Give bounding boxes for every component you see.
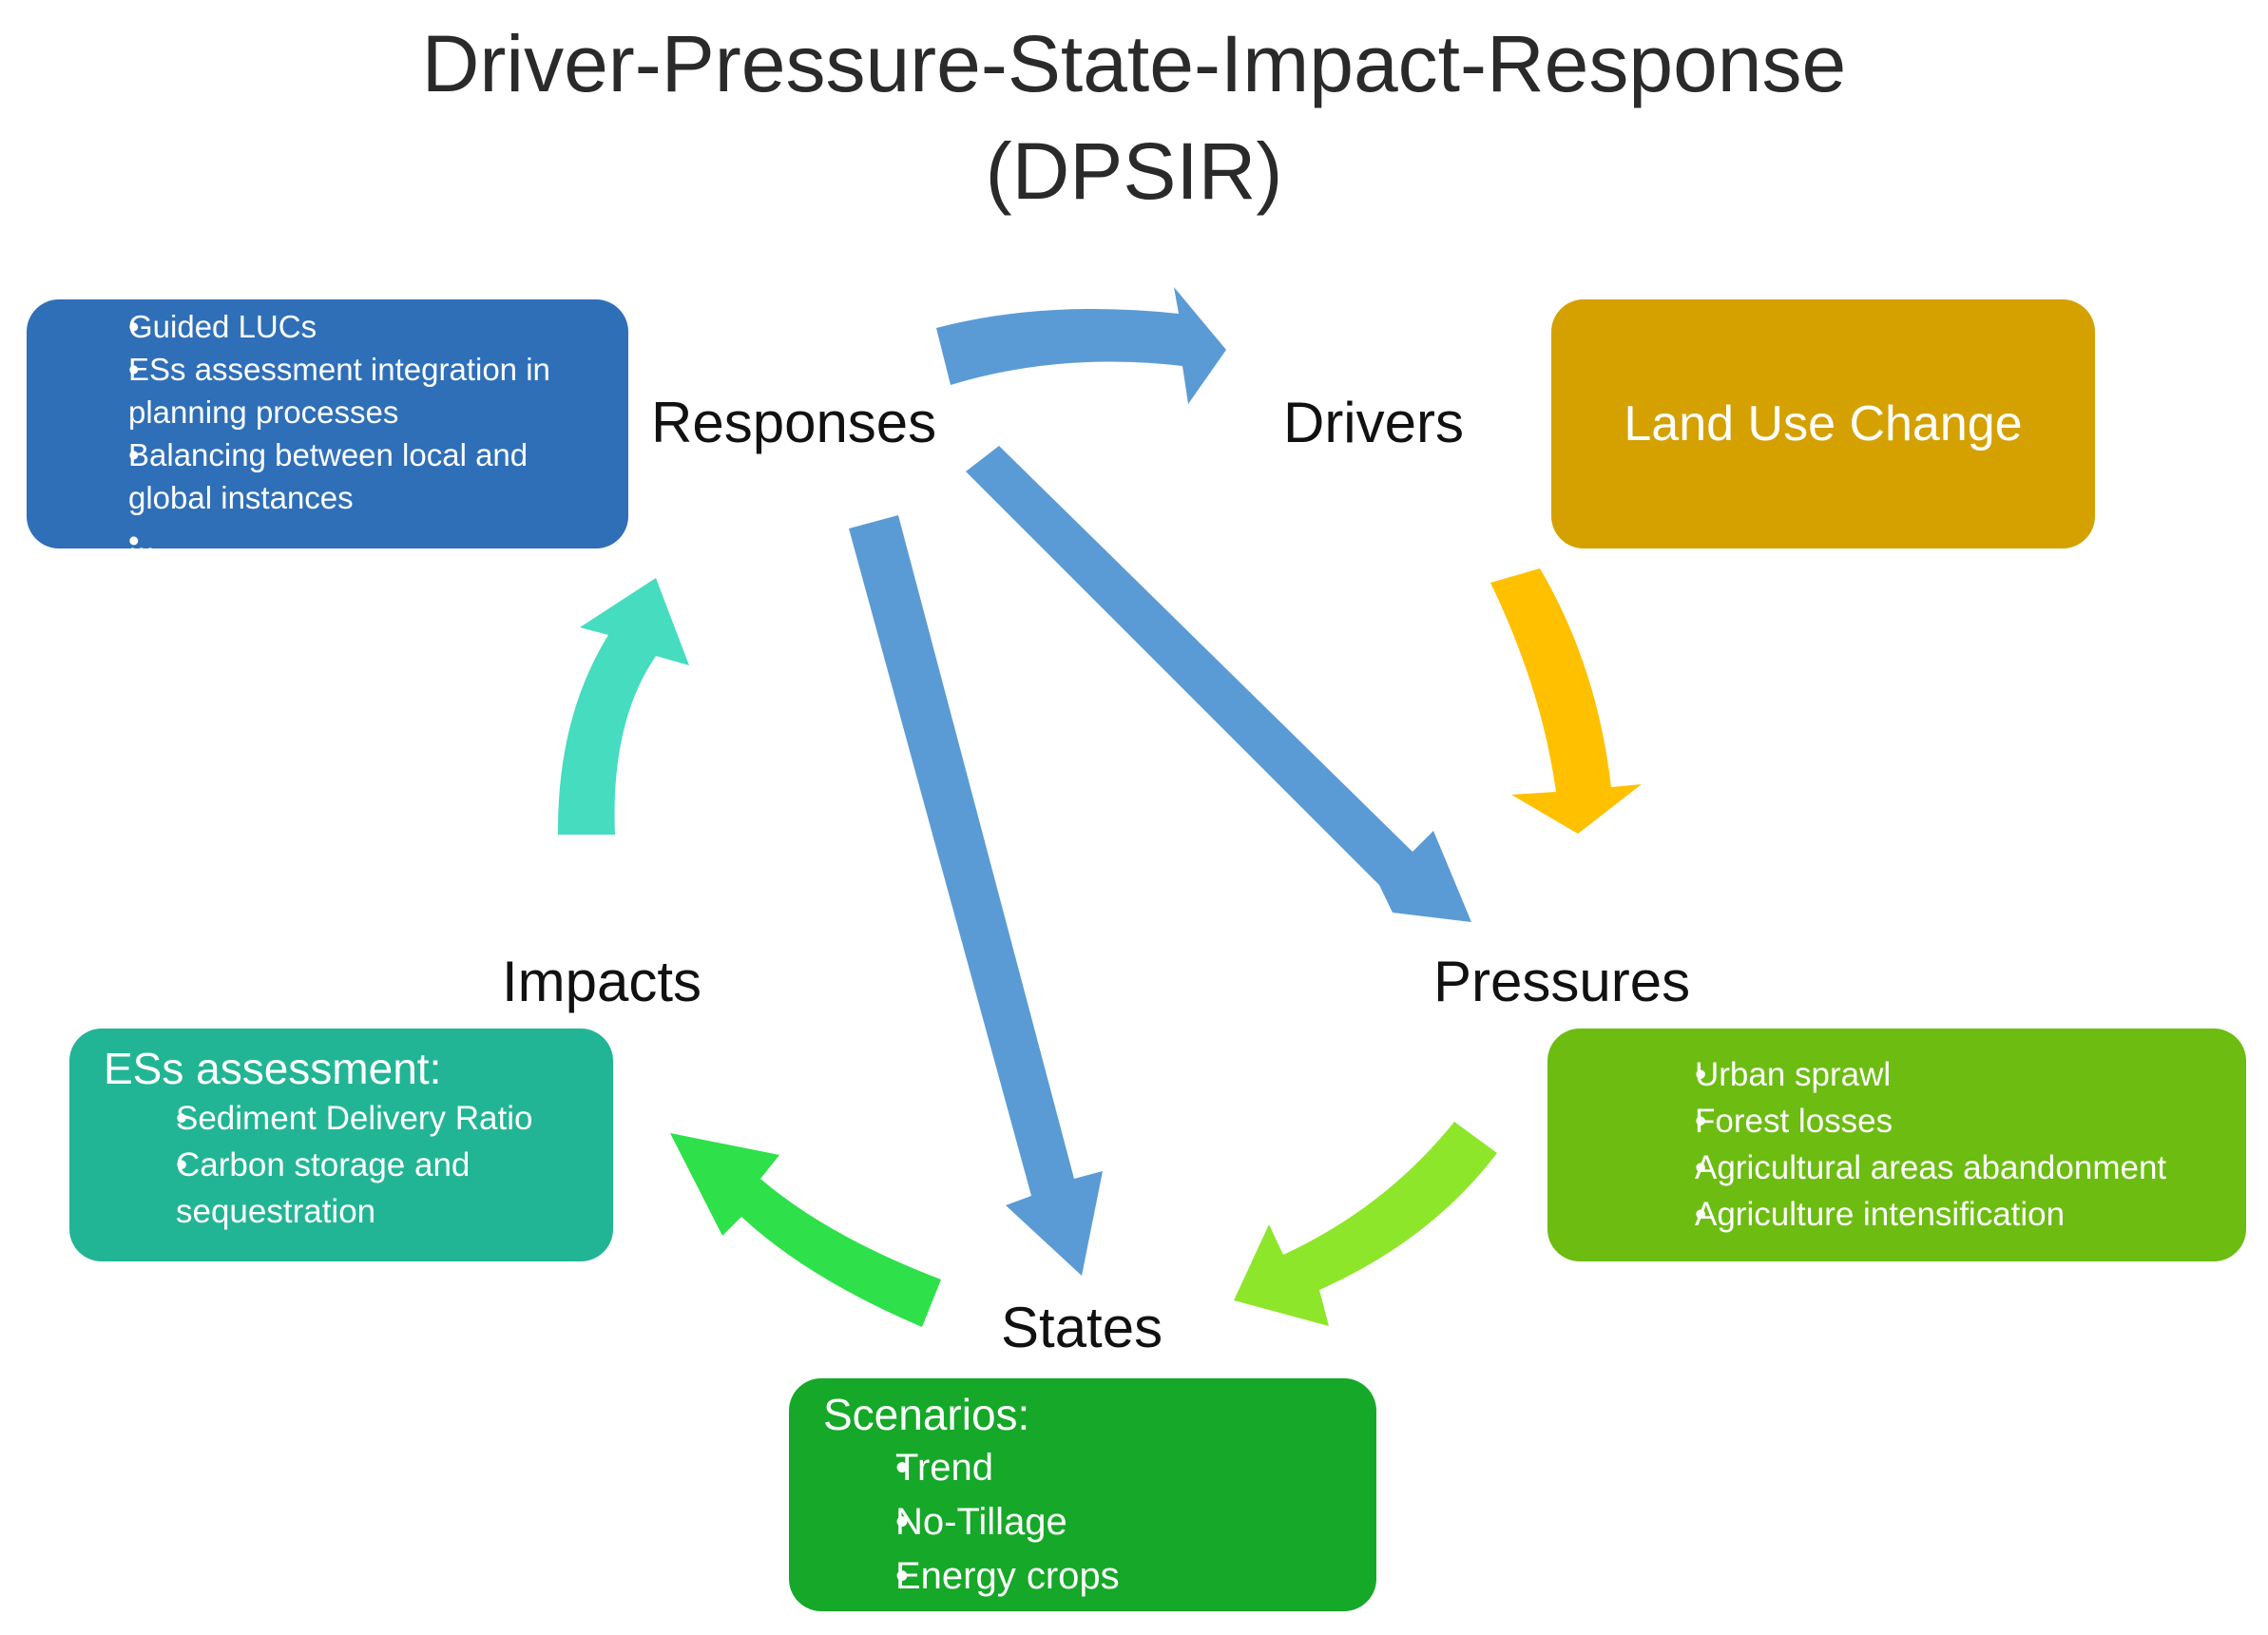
impacts-list-item: Sediment Delivery Ratio — [104, 1095, 594, 1142]
arrow-pressures-to-states — [1234, 1122, 1497, 1326]
responses-list-item: Guided LUCs — [65, 305, 609, 348]
arrow-drivers-to-pressures — [1490, 568, 1642, 834]
pressures-item-text: Agricultural areas abandonment — [1695, 1149, 2167, 1186]
arrow-responses-to-states — [849, 515, 1103, 1276]
pressures-list-item: Forest losses — [1586, 1098, 2227, 1144]
pressures-list-item: Agricultural areas abandonment — [1586, 1144, 2227, 1191]
responses-list-item: ... — [65, 519, 609, 562]
impacts-heading: ESs assessment: — [104, 1044, 442, 1093]
responses-item-text: Balancing between local and global insta… — [128, 437, 529, 515]
drivers-box-text: Land Use Change — [1624, 396, 2023, 452]
states-list-item: Energy crops — [823, 1549, 1357, 1604]
pressures-item-text: Urban sprawl — [1695, 1056, 1892, 1093]
drivers-box: Land Use Change — [1551, 299, 2095, 548]
pressures-item-text: Forest losses — [1695, 1103, 1893, 1140]
pressures-item-text: Agriculture intensification — [1695, 1196, 2066, 1233]
states-item-text: No-Tillage — [895, 1501, 1067, 1543]
states-list: Trend No-Tillage Energy crops — [823, 1441, 1357, 1604]
impacts-list-item: Carbon storage and sequestration — [104, 1142, 594, 1235]
responses-list-item: Balancing between local and global insta… — [65, 433, 609, 519]
pressures-list: Urban sprawl Forest losses Agricultural … — [1586, 1051, 2227, 1238]
responses-item-text: Guided LUCs — [128, 309, 317, 344]
pressures-list-item: Agriculture intensification — [1586, 1191, 2227, 1238]
node-label-drivers: Drivers — [1283, 391, 1464, 454]
arrow-states-to-impacts — [670, 1133, 941, 1327]
diagram-title-line-2: (DPSIR) — [985, 126, 1283, 216]
pressures-list-item: Urban sprawl — [1586, 1051, 2227, 1098]
responses-box: Guided LUCs ESs assessment integration i… — [27, 299, 628, 562]
states-box: Scenarios: Trend No-Tillage Energy crops — [789, 1378, 1376, 1611]
responses-item-text: ... — [128, 523, 155, 558]
states-item-text: Energy crops — [895, 1555, 1120, 1597]
states-list-item: Trend — [823, 1441, 1357, 1495]
responses-list: Guided LUCs ESs assessment integration i… — [65, 305, 609, 562]
pressures-box: Urban sprawl Forest losses Agricultural … — [1547, 1029, 2246, 1261]
impacts-item-text: Sediment Delivery Ratio — [176, 1100, 533, 1137]
node-label-pressures: Pressures — [1433, 950, 1691, 1013]
states-item-text: Trend — [895, 1447, 994, 1489]
responses-list-item: ESs assessment integration in planning p… — [65, 348, 609, 433]
node-label-states: States — [1001, 1296, 1163, 1359]
node-label-responses: Responses — [651, 391, 937, 454]
impacts-item-text: Carbon storage and sequestration — [176, 1146, 471, 1230]
arrow-impacts-to-responses — [557, 578, 689, 835]
responses-item-text: ESs assessment integration in planning p… — [128, 352, 550, 430]
states-heading: Scenarios: — [823, 1390, 1030, 1439]
node-label-impacts: Impacts — [502, 950, 702, 1013]
arrow-responses-to-drivers — [936, 287, 1226, 404]
impacts-box: ESs assessment: Sediment Delivery Ratio … — [69, 1029, 613, 1261]
arrow-responses-to-pressures — [966, 446, 1471, 922]
states-list-item: No-Tillage — [823, 1495, 1357, 1549]
impacts-list: Sediment Delivery Ratio Carbon storage a… — [104, 1095, 594, 1235]
diagram-title-line-1: Driver-Pressure-State-Impact-Response — [421, 19, 1847, 108]
